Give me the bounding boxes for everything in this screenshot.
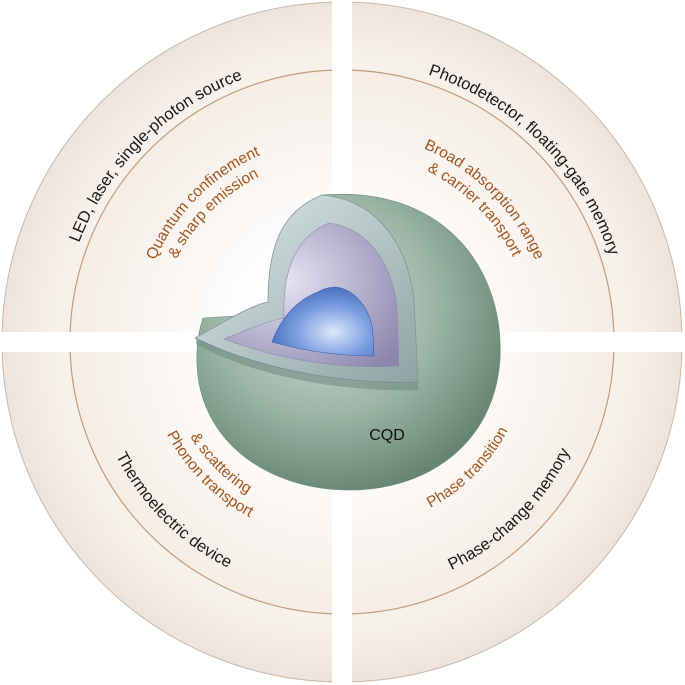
core xyxy=(271,286,375,357)
cqd-label: CQD xyxy=(369,427,405,444)
quantum-dot-icon xyxy=(194,193,501,491)
